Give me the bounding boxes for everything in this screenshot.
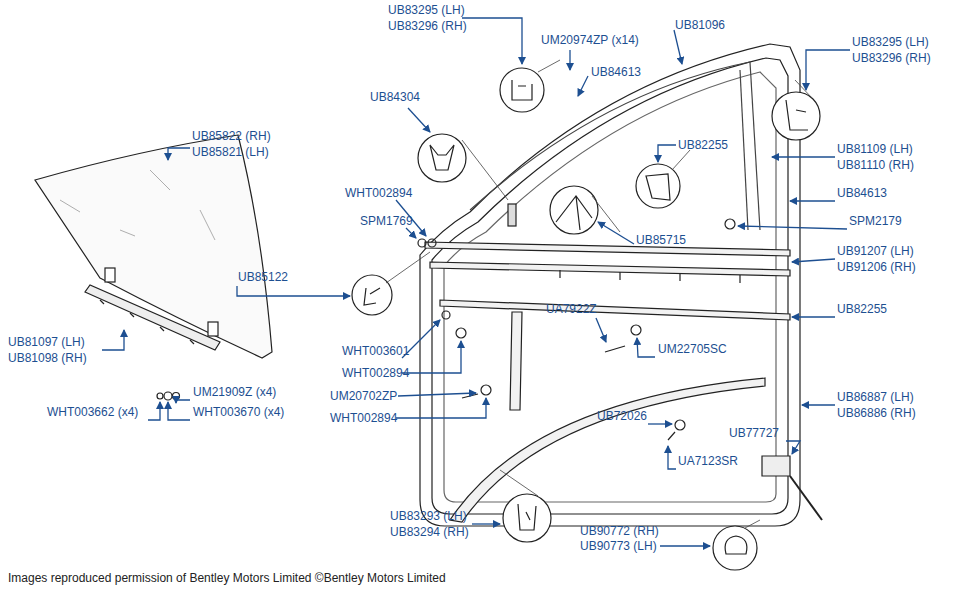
part-number: UB85821 (LH) [192,144,269,160]
part-number: UB90772 (RH) [580,523,659,539]
part-number: UB91207 (LH) [837,243,914,259]
part-number: UB81097 (LH) [8,334,85,350]
part-number: UB86886 (RH) [837,405,916,421]
part-number: WHT003601 [342,343,409,359]
part-number: UB83295 (LH) [388,2,465,18]
part-number: UB85822 (RH) [192,128,271,144]
part-number: UB77727 [729,425,779,441]
part-number: UB83296 (RH) [388,18,467,34]
leader-arrow [102,18,850,546]
part-number: UB91206 (RH) [837,259,916,275]
part-number: UB84613 [591,64,641,80]
part-number: UB81098 (RH) [8,350,87,366]
part-number: WHT002894 [342,365,409,381]
part-number: UM20702ZP [330,388,397,404]
part-number: UB82255 [678,137,728,153]
door-frame [418,44,822,526]
part-number: WHT002894 [330,410,397,426]
part-number: UB81109 (LH) [837,141,913,157]
part-number: UB82255 [837,301,887,317]
part-number: UB72026 [597,408,647,424]
part-number: UB83293 (LH) [390,508,467,524]
part-number: UM21909Z (x4) [193,384,276,400]
part-number: SPM1769 [360,213,413,229]
part-number: UM22705SC [658,341,727,357]
part-number: UB83294 (RH) [390,524,469,540]
part-number: UB90773 (LH) [580,538,657,554]
part-number: UA7922Z [546,301,597,317]
part-number: UB83296 (RH) [852,50,931,66]
part-number: UM20974ZP (x14) [541,32,639,48]
detail-circle [352,60,820,570]
part-number: UB84304 [370,89,420,105]
part-number: SPM2179 [849,213,902,229]
part-number: WHT002894 [345,185,412,201]
part-number: UB86887 (LH) [837,389,914,405]
part-number: UB81110 (RH) [837,157,914,173]
part-number: UB84613 [837,185,887,201]
part-number: UB83295 (LH) [852,34,929,50]
part-number: WHT003670 (x4) [193,404,284,420]
part-number: UB81096 [675,17,725,33]
copyright-caption: Images reproduced permission of Bentley … [8,570,446,586]
part-number: UA7123SR [678,453,738,469]
part-number: WHT003662 (x4) [47,404,138,420]
part-number: UB85122 [238,269,288,285]
part-number: UB85715 [636,232,686,248]
